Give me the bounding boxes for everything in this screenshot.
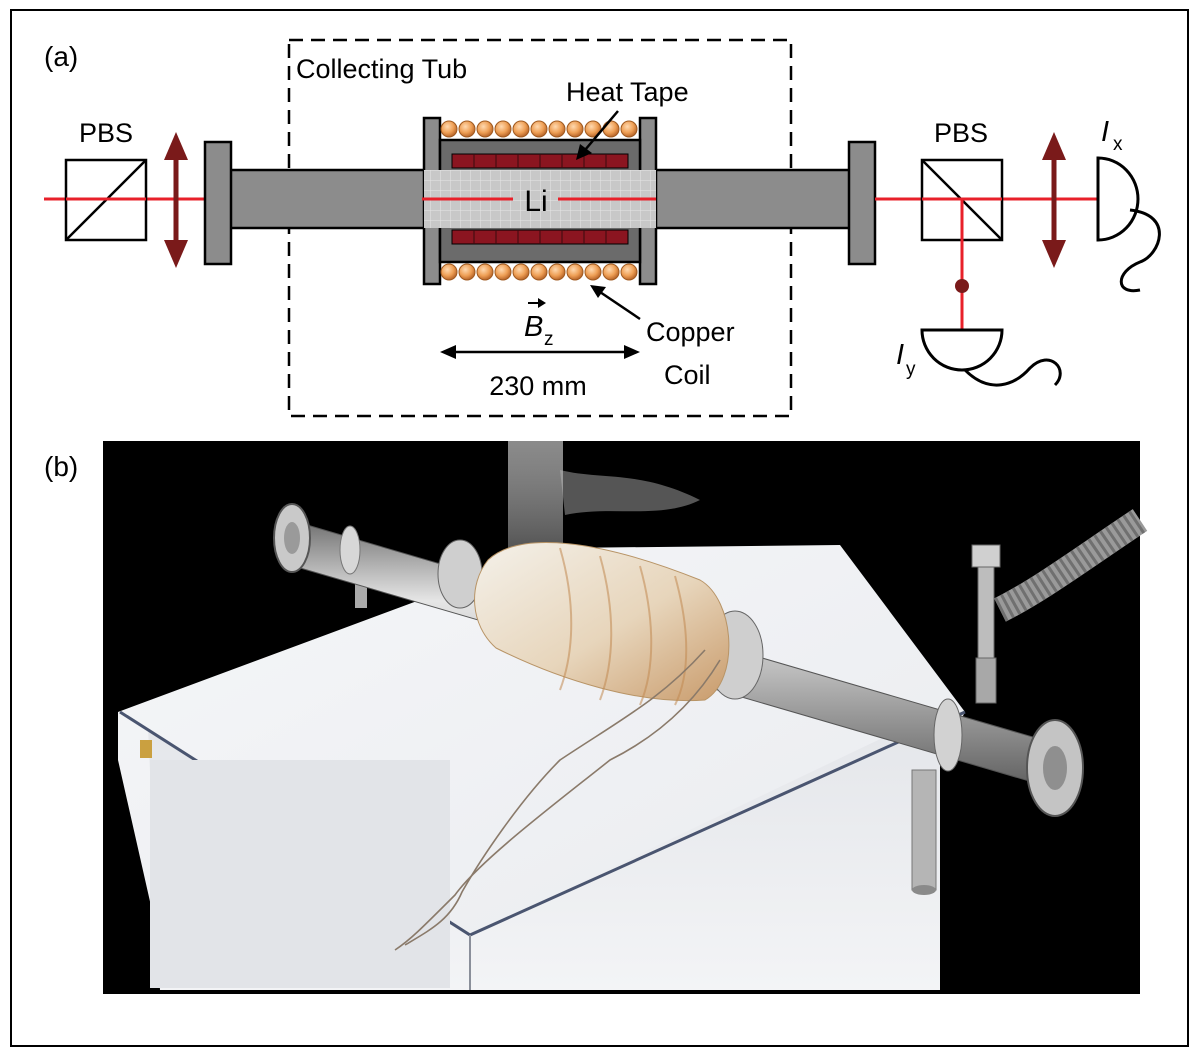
- beam-junction-dot: [955, 279, 969, 293]
- apparatus-photo: [103, 441, 1148, 994]
- copper-coil-top: [440, 120, 638, 138]
- detector-x-subscript: x: [1113, 134, 1123, 155]
- panel-a: (a) Collecting Tub PBS: [44, 38, 1161, 418]
- panel-a-label: (a): [44, 41, 78, 72]
- copper-coil-pointer: [590, 285, 641, 321]
- detector-y-label: I: [896, 339, 904, 371]
- copper-coil-bottom: [440, 263, 638, 281]
- panel-b: (b): [44, 441, 1148, 994]
- pbs-right-cube: [920, 158, 1004, 242]
- detector-y-subscript: y: [906, 359, 916, 380]
- detector-y: [920, 328, 1062, 387]
- detector-x: [1096, 156, 1161, 293]
- field-subscript: z: [544, 329, 554, 350]
- field-label: B z: [524, 298, 554, 350]
- pbs-right-label: PBS: [934, 118, 988, 148]
- figure-frame: [10, 9, 1189, 1047]
- heat-tape-bars: [451, 153, 629, 245]
- heat-tape-pointer: [576, 110, 619, 160]
- waveplate-left-arrow: [164, 132, 188, 268]
- lithium-label: Li: [524, 185, 547, 218]
- length-dimension-arrow: [440, 345, 640, 359]
- copper-coil-label-line1: Copper: [646, 317, 735, 347]
- length-label: 230 mm: [489, 371, 587, 401]
- copper-coil-label-line2: Coil: [664, 360, 711, 390]
- waveplate-right-arrow: [1042, 132, 1066, 268]
- collecting-tub-label: Collecting Tub: [296, 54, 467, 84]
- heat-tape-label: Heat Tape: [566, 77, 689, 107]
- pbs-left-label: PBS: [79, 118, 133, 148]
- pbs-left-cube: [64, 158, 148, 242]
- field-symbol: B: [524, 311, 543, 343]
- panel-b-label: (b): [44, 451, 78, 482]
- detector-x-label: I: [1101, 116, 1109, 148]
